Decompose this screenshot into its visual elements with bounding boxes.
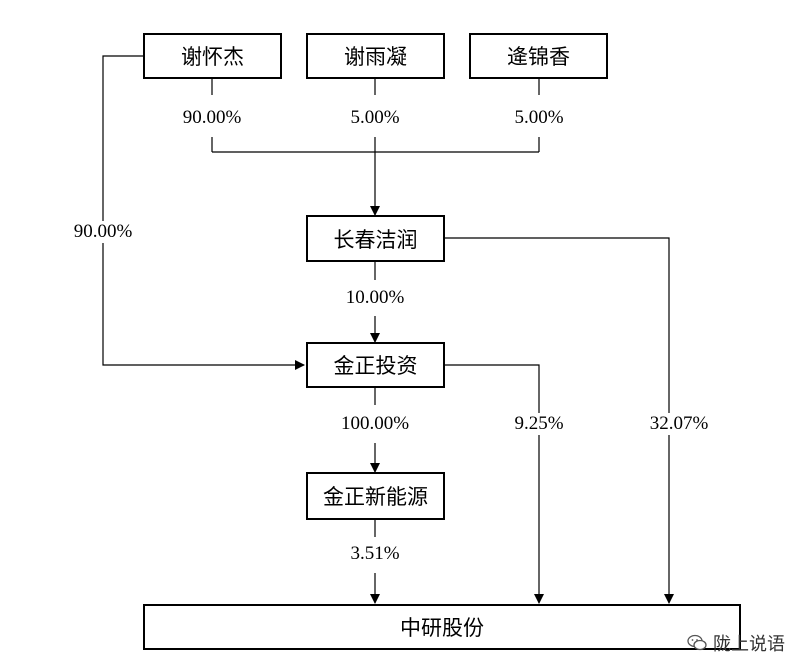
node-zhongyan-gufen: 中研股份 [143, 604, 741, 650]
watermark-text: 陇上说语 [713, 634, 785, 655]
label-xieyuning-pct: 5.00% [348, 107, 402, 129]
node-xie-yuning: 谢雨凝 [306, 33, 445, 79]
watermark: 陇上说语 [687, 630, 785, 656]
edge-xiehuaijie-to-jinzheng [102, 55, 305, 370]
node-xie-huaijie: 谢怀杰 [143, 33, 282, 79]
label-changchun-jinzheng-pct: 10.00% [343, 287, 407, 309]
label-xiehuaijie-jinzheng-pct: 90.00% [71, 221, 135, 243]
edge-jinzheng-to-zhongyan [445, 364, 544, 604]
node-changchun-jierun: 长春洁润 [306, 215, 445, 262]
node-jinzheng-xinnengyuan: 金正新能源 [306, 472, 445, 520]
node-jinzheng-touzi: 金正投资 [306, 342, 445, 388]
label-jinzheng-zhongyan-pct: 9.25% [512, 413, 566, 435]
edge-changchun-to-zhongyan [445, 237, 674, 604]
wechat-icon [687, 634, 707, 651]
label-xiehuaijie-pct: 90.00% [180, 107, 244, 129]
label-changchun-zhongyan-pct: 32.07% [647, 413, 711, 435]
label-jinzheng-xinnengyuan-pct: 100.00% [338, 413, 412, 435]
label-pang-pct: 5.00% [512, 107, 566, 129]
label-xinnengyuan-zhongyan-pct: 3.51% [348, 543, 402, 565]
node-pang-jinxiang: 逄锦香 [469, 33, 608, 79]
